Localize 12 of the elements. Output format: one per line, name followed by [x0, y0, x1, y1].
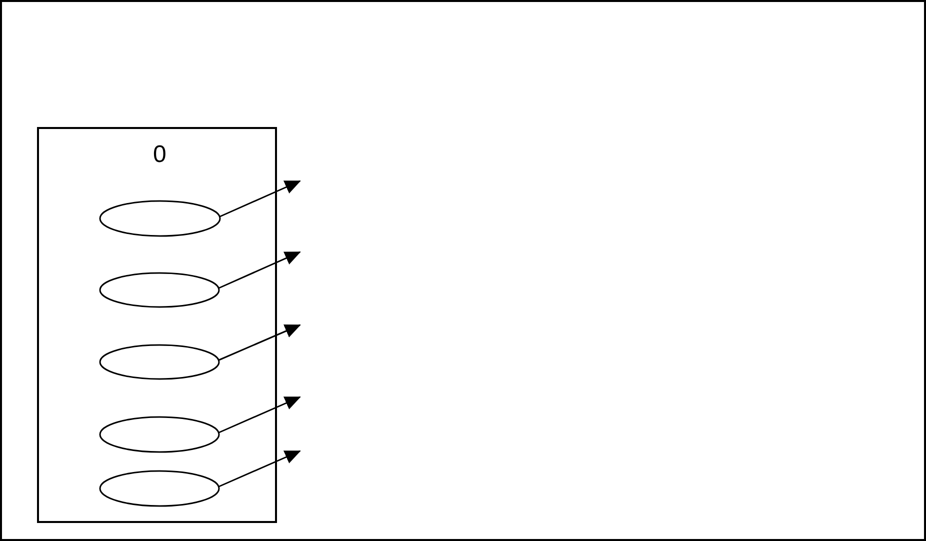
boundary-box	[37, 127, 277, 523]
ellipse	[99, 470, 220, 507]
ellipse	[99, 344, 220, 380]
ellipse	[99, 200, 221, 237]
arrow	[218, 396, 301, 434]
ellipse	[99, 416, 220, 453]
box-title: 0	[153, 141, 166, 169]
arrow	[218, 450, 301, 488]
ellipse	[99, 272, 220, 308]
arrow	[218, 324, 301, 361]
arrow	[220, 180, 301, 218]
arrow	[218, 251, 301, 289]
